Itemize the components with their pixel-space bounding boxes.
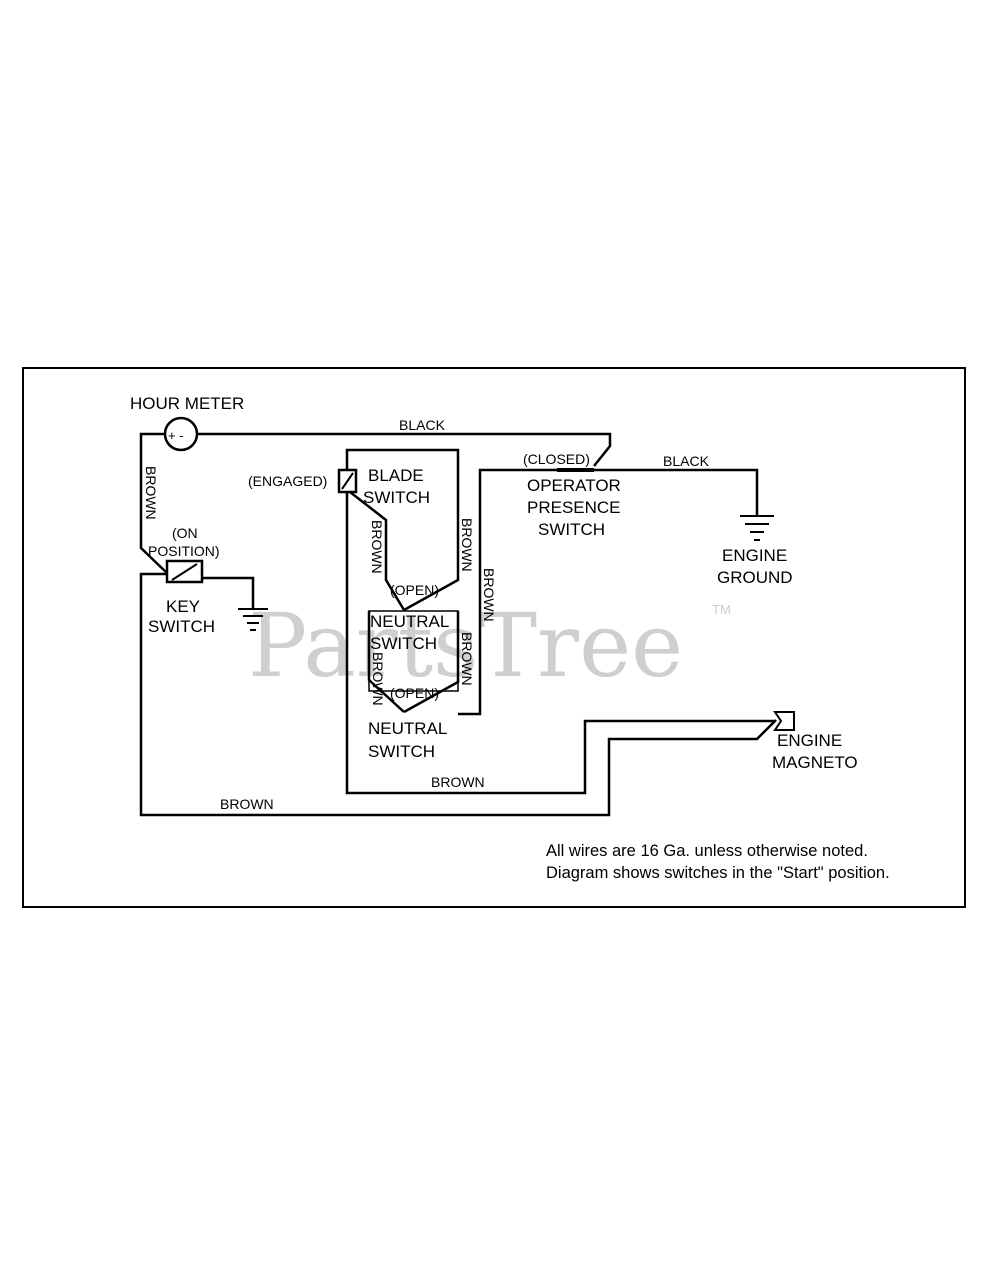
engine-ground-label-2: GROUND bbox=[717, 568, 793, 587]
wire-label-brown-operator: BROWN bbox=[481, 568, 497, 622]
wire-label-brown-neutral-outer: BROWN bbox=[459, 632, 475, 686]
wire-label-black-right: BLACK bbox=[663, 453, 710, 469]
key-switch-label-1: KEY bbox=[166, 597, 200, 616]
blade-switch-engaged-label: (ENGAGED) bbox=[248, 473, 327, 489]
operator-closed-label: (CLOSED) bbox=[523, 451, 590, 467]
neutral-switch-a-label-2: SWITCH bbox=[370, 634, 437, 653]
wire-brown-neutral-operator bbox=[458, 468, 558, 716]
wire-label-brown-blade-outer: BROWN bbox=[459, 518, 475, 572]
engine-magneto-icon bbox=[773, 711, 795, 731]
watermark-text: PartsTree bbox=[248, 594, 683, 697]
neutral-switch-b-label-2: SWITCH bbox=[368, 742, 435, 761]
wire-label-brown-bottom: BROWN bbox=[220, 796, 274, 812]
blade-switch bbox=[337, 468, 358, 494]
wire-label-black-top: BLACK bbox=[399, 417, 446, 433]
engine-magneto-label-2: MAGNETO bbox=[772, 753, 858, 772]
key-switch-on-label-2: POSITION) bbox=[148, 543, 220, 559]
diagram-frame bbox=[22, 367, 966, 908]
wire-label-brown-left: BROWN bbox=[143, 466, 159, 520]
key-switch-label-2: SWITCH bbox=[148, 617, 215, 636]
wire-brown-neutral-outer bbox=[403, 611, 460, 714]
operator-label-2: PRESENCE bbox=[527, 498, 621, 517]
neutral-switch-b-label-1: NEUTRAL bbox=[368, 719, 447, 738]
note-line-1: All wires are 16 Ga. unless otherwise no… bbox=[546, 842, 868, 860]
hour-meter-symbol: + - bbox=[168, 428, 184, 443]
neutral-switch-b-open-label: (OPEN) bbox=[390, 685, 439, 701]
wire-label-brown-mid: BROWN bbox=[431, 774, 485, 790]
key-switch bbox=[165, 559, 204, 584]
blade-switch-label-2: SWITCH bbox=[363, 488, 430, 507]
operator-label-3: SWITCH bbox=[538, 520, 605, 539]
hour-meter: + - bbox=[163, 416, 199, 452]
wire-label-brown-blade-inner: BROWN bbox=[369, 520, 385, 574]
neutral-switch-a-label-1: NEUTRAL bbox=[370, 612, 449, 631]
watermark-tm: TM bbox=[712, 602, 731, 617]
hour-meter-label: HOUR METER bbox=[130, 394, 244, 413]
wire-brown-neutral-inner bbox=[367, 611, 405, 713]
key-switch-on-label-1: (ON bbox=[172, 525, 198, 541]
wire-label-brown-neutral-inner: BROWN bbox=[370, 652, 386, 706]
wire-black-engine-ground bbox=[594, 468, 759, 515]
operator-label-1: OPERATOR bbox=[527, 476, 621, 495]
neutral-switch-a-open-label: (OPEN) bbox=[390, 582, 439, 598]
wire-brown-blade-outer bbox=[345, 448, 460, 612]
engine-ground-label-1: ENGINE bbox=[722, 546, 787, 565]
wire-brown-key-magneto bbox=[139, 572, 777, 817]
wire-brown-blade-magneto bbox=[345, 490, 774, 795]
wire-brown-hour-meter-key bbox=[139, 432, 169, 575]
engine-ground-icon bbox=[740, 515, 774, 541]
wire-key-switch-ground bbox=[202, 576, 255, 608]
key-switch-ground-icon bbox=[238, 608, 268, 631]
wire-black-hour-meter bbox=[197, 432, 612, 467]
blade-switch-label-1: BLADE bbox=[368, 466, 424, 485]
wire-brown-blade-inner bbox=[349, 491, 406, 611]
engine-magneto-label-1: ENGINE bbox=[777, 731, 842, 750]
note-line-2: Diagram shows switches in the "Start" po… bbox=[546, 864, 890, 882]
